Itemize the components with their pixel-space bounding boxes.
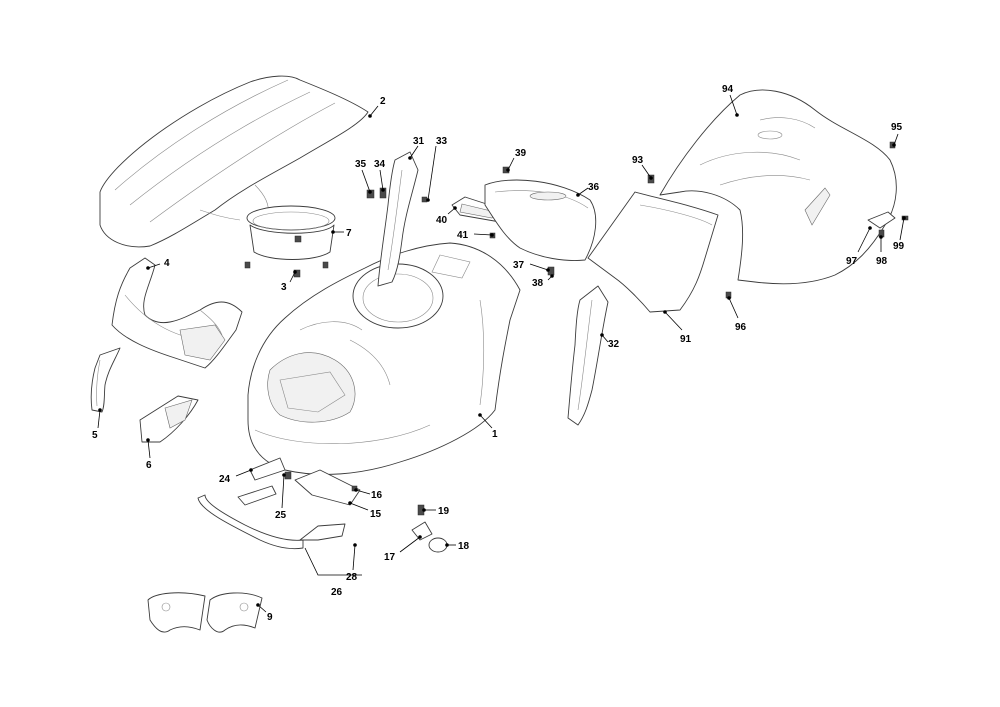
ring-part [246,205,336,260]
callout-26: 26 [331,587,343,598]
callout-39: 39 [515,148,527,159]
callout-17: 17 [384,552,396,563]
callout-34: 34 [374,159,386,170]
callout-24: 24 [219,474,231,485]
callout-41: 41 [457,230,469,241]
fasteners-33-35-part [366,187,428,203]
callout-31: 31 [413,136,425,147]
callout-40: 40 [436,215,448,226]
callout-19: 19 [438,506,450,517]
callout-96: 96 [735,322,747,333]
callout-37: 37 [513,260,525,271]
callout-2: 2 [380,96,386,107]
callout-9: 9 [267,612,273,623]
callout-6: 6 [146,460,152,471]
callout-33: 33 [436,136,448,147]
bracket-24-part [249,457,292,481]
hood-cover-part [99,75,369,248]
callout-93: 93 [632,155,644,166]
switch-17-19-part [411,504,448,553]
callout-35: 35 [355,159,367,170]
dash-housing-36-part [484,166,597,276]
front-bracket-part [111,257,243,369]
callout-1: 1 [492,429,498,440]
callout-5: 5 [92,430,98,441]
callout-3: 3 [281,282,287,293]
callout-28: 28 [346,572,358,583]
main-body-part [247,242,521,475]
callout-99: 99 [893,241,905,252]
callout-18: 18 [458,541,470,552]
bracket-15-part [294,469,361,506]
callout-97: 97 [846,256,858,267]
callout-98: 98 [876,256,888,267]
side-trim-5-part [90,347,121,413]
bumper-bar-26-part [197,485,346,550]
callout-labels: 1 2 3 4 5 6 7 9 15 16 17 18 19 24 25 26 … [92,84,905,623]
side-bracket-31-part [377,151,419,287]
callout-16: 16 [371,490,383,501]
callout-36: 36 [588,182,600,193]
callout-7: 7 [346,228,352,239]
floor-panel-91-part [587,174,719,313]
callout-94: 94 [722,84,734,95]
callout-91: 91 [680,334,692,345]
plate-9-part [147,592,263,633]
callout-15: 15 [370,509,382,520]
callout-4: 4 [164,258,170,269]
callout-32: 32 [608,339,620,350]
side-trim-6-part [139,395,199,443]
leader-lines [97,94,906,613]
fasteners-3-part [244,261,329,278]
callout-95: 95 [891,122,903,133]
callout-38: 38 [532,278,544,289]
side-bracket-32-part [567,285,609,426]
callout-25: 25 [275,510,287,521]
